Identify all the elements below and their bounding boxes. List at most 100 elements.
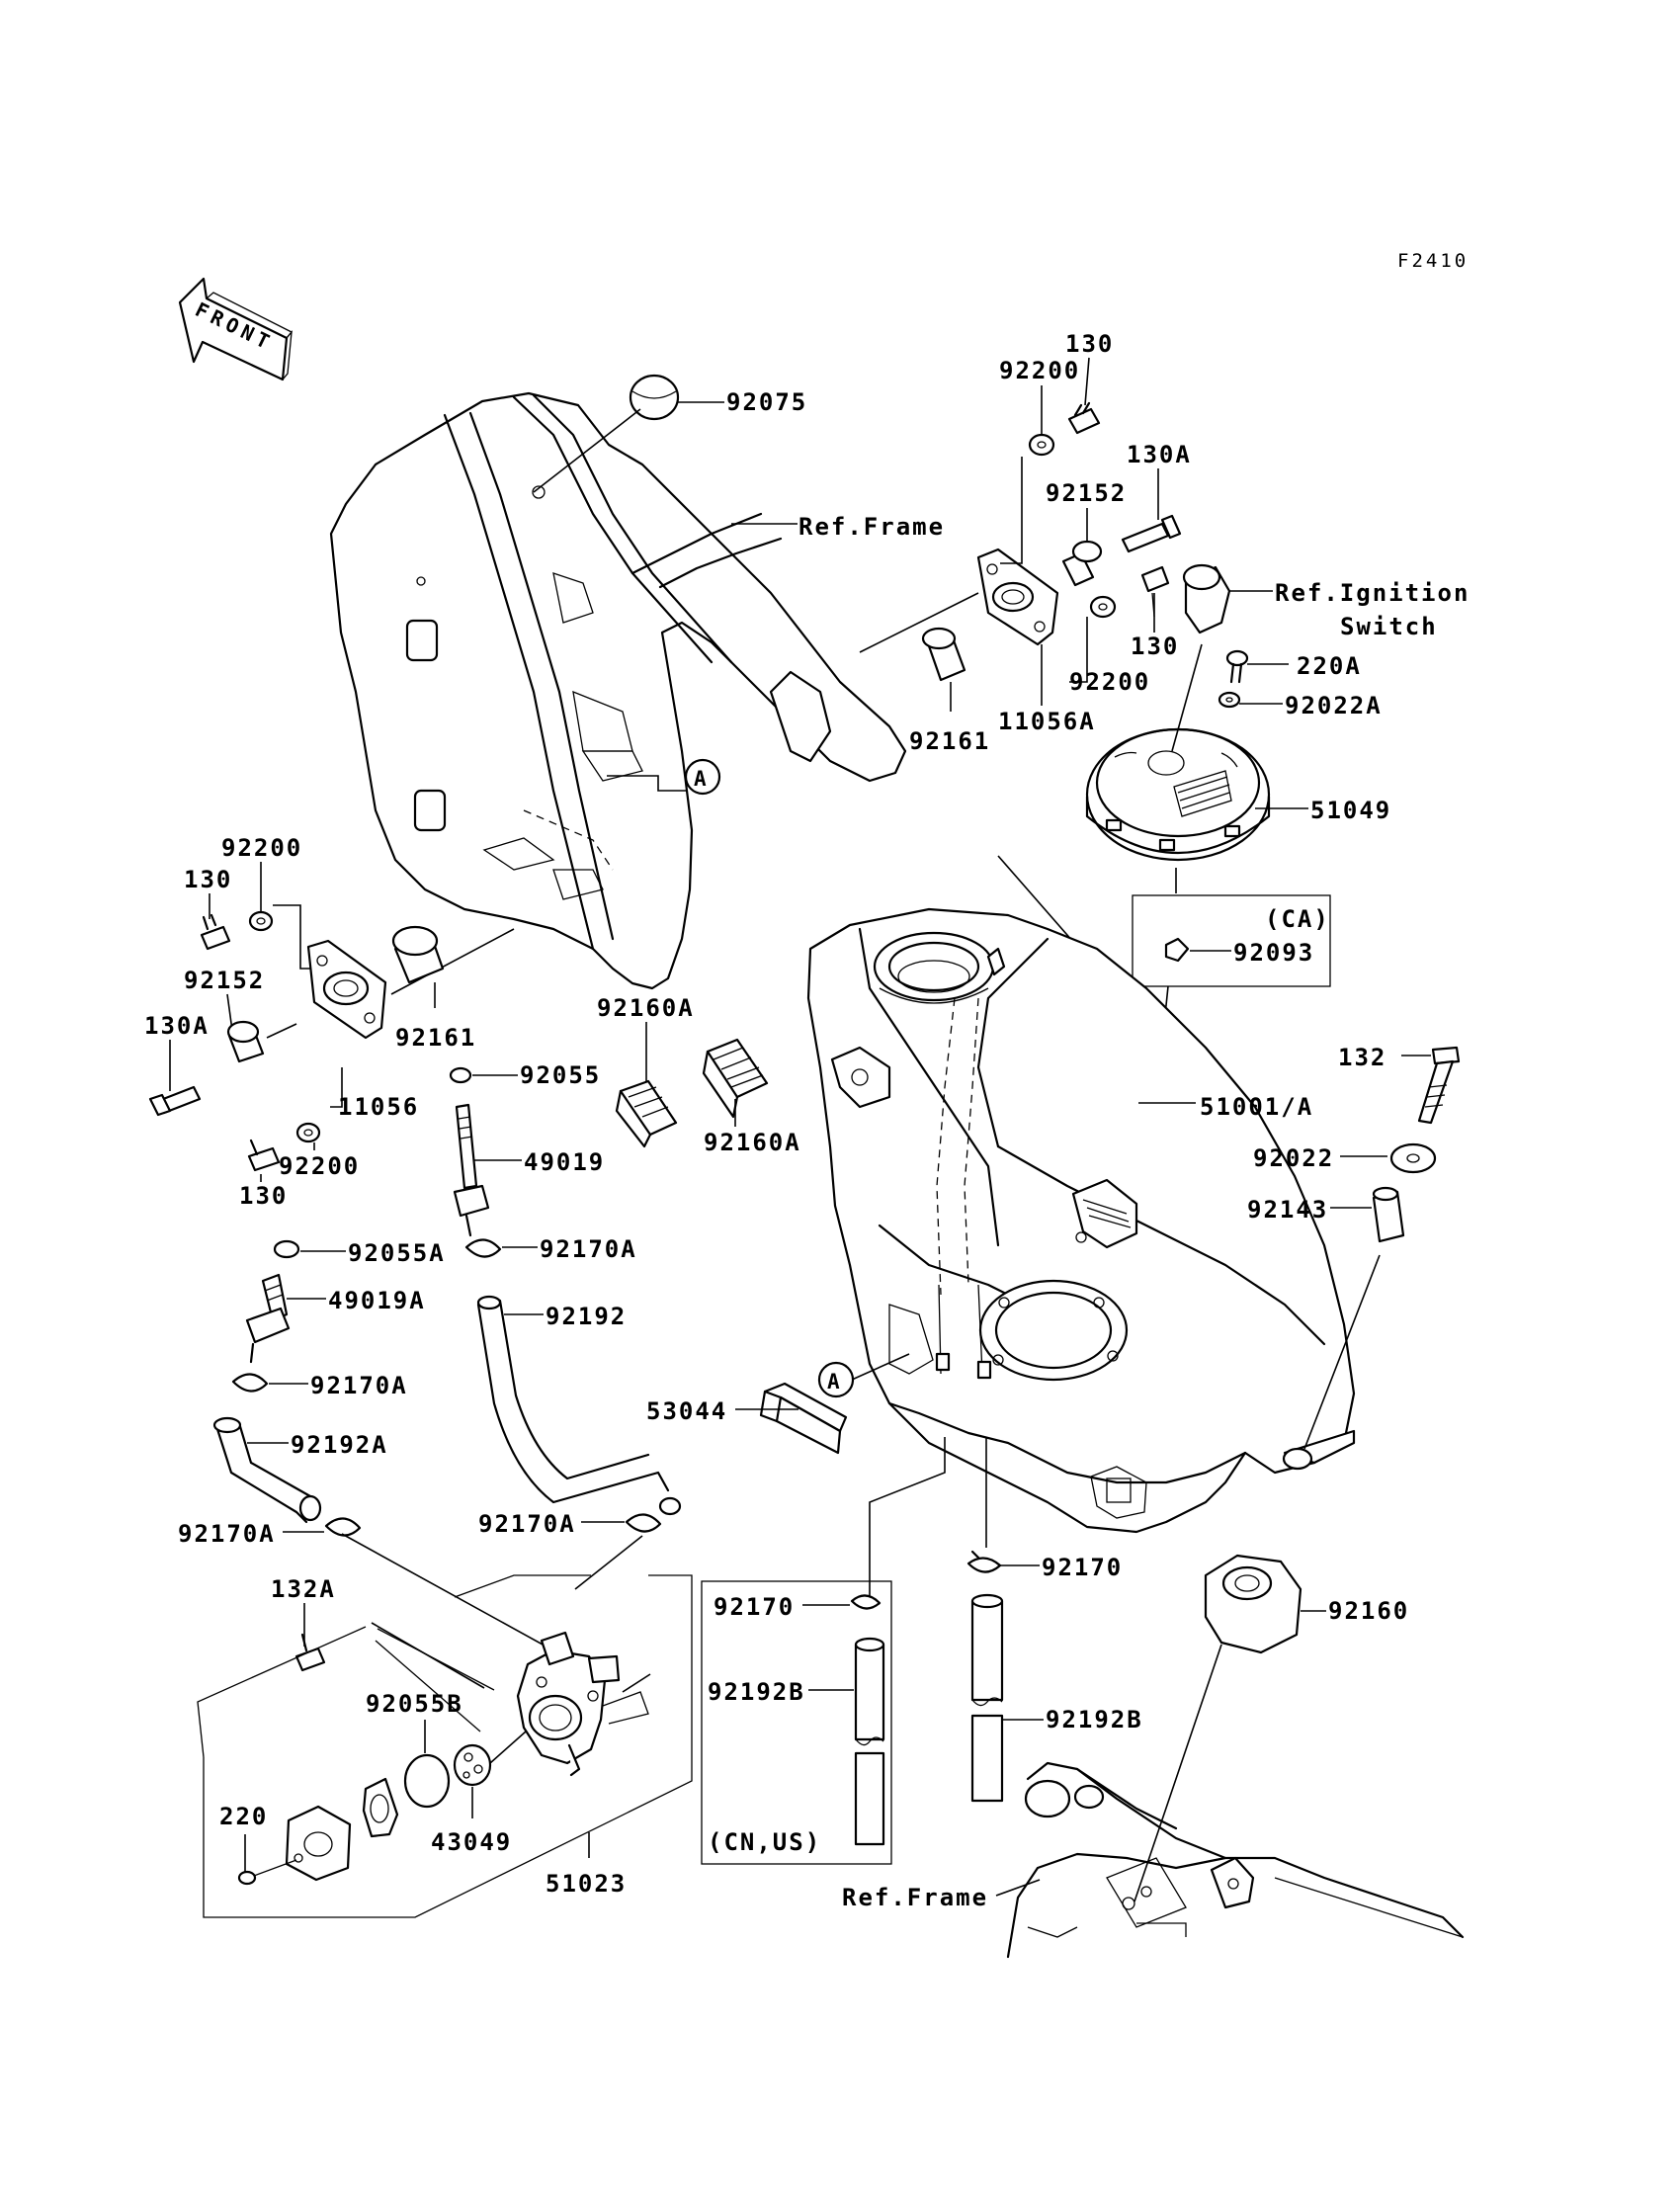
part-92170a-clamp-1 (464, 1238, 502, 1258)
label-92022: 92022 (1253, 1144, 1334, 1172)
part-92192b-right (970, 1593, 1004, 1803)
part-92152-top (1061, 540, 1103, 587)
label-92200-mid: 92200 (1069, 668, 1150, 696)
part-92170-clamp-left (850, 1594, 882, 1610)
label-92170a-1: 92170A (540, 1235, 637, 1263)
part-92192b-left (854, 1637, 885, 1846)
part-51001-fuel-tank (806, 907, 1356, 1534)
part-130a-top-bolt (1121, 514, 1182, 553)
label-92160: 92160 (1328, 1597, 1409, 1625)
part-51023-fuel-cock (516, 1631, 649, 1777)
part-130-mid-bolt (1140, 565, 1170, 618)
part-92170a-clamp-2 (231, 1373, 269, 1393)
part-92055b-oring (403, 1753, 451, 1809)
label-49019: 49019 (524, 1148, 605, 1176)
label-92055a: 92055A (348, 1239, 446, 1267)
front-arrow-icon: FRONT (178, 277, 294, 381)
label-11056a: 11056A (998, 708, 1096, 735)
label-92152-left: 92152 (184, 967, 265, 994)
part-49019a-fitting (245, 1273, 291, 1364)
part-92055a-oring (273, 1239, 300, 1259)
callout-a-upper: A (694, 767, 709, 791)
label-92093: 92093 (1233, 939, 1314, 967)
label-92170a-2: 92170A (310, 1372, 408, 1399)
label-130a-top: 130A (1127, 441, 1192, 468)
callout-a-lower: A (827, 1370, 842, 1394)
label-92170a-4: 92170A (478, 1510, 576, 1538)
part-92022-washer (1389, 1142, 1437, 1174)
label-92200-left2: 92200 (279, 1152, 360, 1180)
label-92170-l: 92170 (714, 1593, 795, 1621)
label-130-left2: 130 (239, 1182, 288, 1210)
label-92055: 92055 (520, 1061, 601, 1089)
part-92093-nut (1164, 937, 1190, 963)
part-51049-fuel-cap (1085, 727, 1271, 862)
part-92192a-hose (215, 1427, 308, 1524)
label-92200-left: 92200 (221, 834, 302, 862)
part-132a-bolt (294, 1633, 326, 1672)
part-11056a-bracket (976, 548, 1059, 646)
part-92170-clamp-right (966, 1550, 1002, 1573)
box-ca (1132, 894, 1331, 987)
label-92152-top: 92152 (1046, 479, 1127, 507)
label-49019a: 49019A (328, 1287, 426, 1314)
label-53044: 53044 (646, 1397, 727, 1425)
label-130-mid: 130 (1131, 633, 1179, 660)
label-51001: 51001/A (1200, 1093, 1313, 1121)
label-92200-top: 92200 (999, 357, 1080, 384)
ref-frame-bottom: Ref.Frame (842, 1884, 988, 1911)
label-92055b: 92055B (366, 1690, 463, 1718)
label-92022a: 92022A (1285, 692, 1383, 719)
part-130-top-bolt (1067, 401, 1101, 435)
part-53044-sponge (759, 1382, 848, 1455)
part-92161-left (391, 925, 445, 984)
ref-ignition-2: Switch (1340, 613, 1438, 640)
label-220a: 220A (1297, 652, 1362, 680)
label-92192b-r: 92192B (1046, 1706, 1143, 1733)
label-92192b-l: 92192B (708, 1678, 805, 1706)
box-cn-us (701, 1580, 892, 1865)
part-92152-left-collar (226, 1020, 265, 1063)
label-130-left: 130 (184, 866, 232, 893)
part-130a-left-bolt (148, 1085, 202, 1117)
part-49019-fitting (453, 1103, 490, 1237)
part-ignition-switch (1182, 563, 1231, 634)
part-92170a-clamp-4 (625, 1513, 662, 1533)
part-130-left2-bolt (247, 1139, 281, 1172)
label-92192a: 92192A (291, 1431, 388, 1459)
label-130-top: 130 (1065, 330, 1114, 358)
frame-lower (1006, 1761, 1465, 1959)
part-92200-top-washer (1028, 433, 1055, 457)
label-cn-us: (CN,US) (708, 1828, 821, 1856)
label-92161-left: 92161 (395, 1024, 476, 1052)
label-92160a-1: 92160A (597, 994, 695, 1022)
part-130-left-bolt (200, 913, 231, 951)
part-132-bolt (1417, 1046, 1461, 1125)
label-220: 220 (219, 1803, 268, 1830)
label-11056: 11056 (338, 1093, 419, 1121)
part-92200-left-washer (248, 910, 274, 932)
label-92160a-2: 92160A (704, 1129, 801, 1156)
part-43049-gasket (453, 1743, 492, 1787)
label-132: 132 (1338, 1044, 1386, 1071)
label-43049: 43049 (431, 1828, 512, 1856)
label-ca: (CA) (1265, 905, 1330, 933)
label-92161-top: 92161 (909, 727, 990, 755)
label-51023: 51023 (546, 1870, 627, 1898)
figure-code: F2410 (1397, 250, 1469, 272)
part-220a-screw (1225, 649, 1249, 684)
part-92170a-clamp-3 (324, 1517, 362, 1537)
part-92022a-washer (1218, 691, 1241, 709)
label-51049: 51049 (1310, 797, 1391, 824)
part-92200-left2-washer (295, 1122, 321, 1143)
label-130a-left: 130A (144, 1012, 210, 1040)
part-11056-bracket (306, 939, 387, 1040)
ref-frame-top: Ref.Frame (798, 513, 945, 541)
part-fuel-cock-lever (362, 1777, 399, 1838)
part-92075 (629, 374, 680, 421)
label-92192: 92192 (546, 1303, 627, 1330)
part-92160a-right (702, 1038, 769, 1119)
label-132a: 132A (271, 1575, 336, 1603)
frame-upper (329, 391, 907, 990)
part-220-screw (237, 1859, 297, 1886)
